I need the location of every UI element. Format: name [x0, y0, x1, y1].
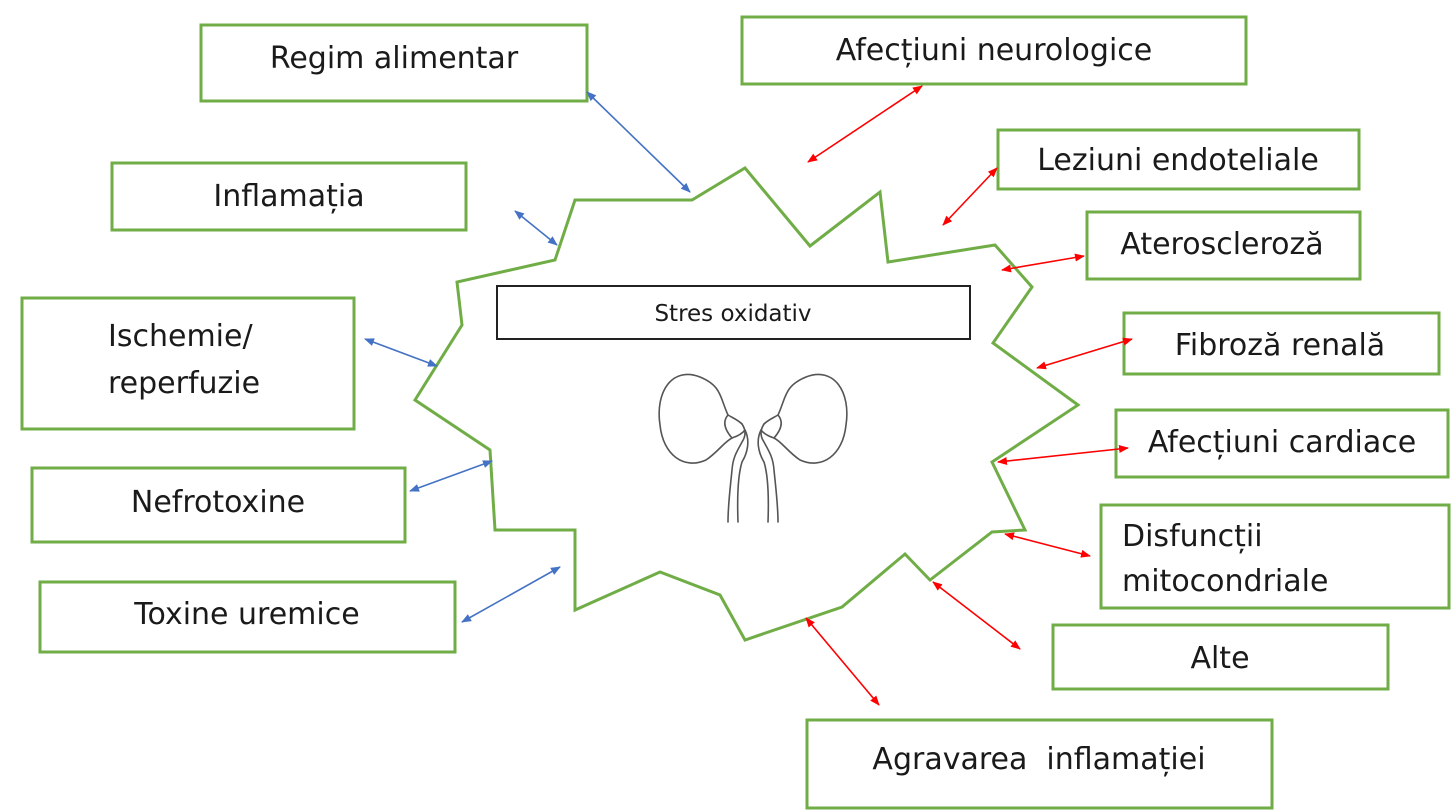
cause-nefrotoxine: Nefrotoxine: [32, 468, 405, 542]
cause-toxine-uremice: Toxine uremice: [40, 582, 455, 652]
arrow-ateroscleroza: [1002, 256, 1084, 270]
arrow-regim-alimentar: [587, 92, 690, 192]
arrow-afectiuni-cardiace: [998, 448, 1128, 462]
arrow-leziuni-endoteliale: [943, 168, 997, 225]
label-disfunctii-line1: Disfuncții: [1122, 519, 1263, 554]
arrow-nefrotoxine: [410, 461, 492, 491]
label-ischemie-line2: reperfuzie: [108, 366, 260, 401]
consequence-afectiuni-neurologice: Afecțiuni neurologice: [742, 17, 1246, 84]
arrow-alte: [933, 582, 1020, 649]
consequence-disfunctii-mitocondriale: Disfuncții mitocondriale: [1101, 505, 1449, 608]
consequence-leziuni-endoteliale: Leziuni endoteliale: [998, 130, 1359, 189]
label-afectiuni-neurologice: Afecțiuni neurologice: [836, 33, 1153, 68]
consequence-alte: Alte: [1053, 625, 1388, 689]
arrow-agravarea-inflamatiei: [806, 618, 879, 705]
label-agravarea-inflamatiei: Agravarea inflamației: [872, 742, 1205, 777]
label-alte: Alte: [1190, 641, 1249, 676]
consequence-agravarea-inflamatiei: Agravarea inflamației: [807, 720, 1272, 808]
consequence-ateroscleroza: Ateroscleroză: [1087, 212, 1360, 279]
arrow-inflamatia: [515, 211, 557, 245]
cause-regim-alimentar: Regim alimentar: [201, 25, 587, 101]
label-regim-alimentar: Regim alimentar: [270, 41, 519, 76]
arrow-fibroza-renala: [1037, 339, 1132, 368]
label-fibroza-renala: Fibroză renală: [1175, 328, 1385, 363]
consequence-fibroza-renala: Fibroză renală: [1124, 313, 1439, 374]
cause-ischemie-reperfuzie: Ischemie/ reperfuzie: [22, 298, 354, 429]
consequence-afectiuni-cardiace: Afecțiuni cardiace: [1116, 410, 1448, 477]
label-nefrotoxine: Nefrotoxine: [131, 485, 305, 520]
center-title: Stres oxidativ: [654, 301, 811, 327]
label-inflamatia: Inflamația: [213, 179, 364, 214]
label-ateroscleroza: Ateroscleroză: [1120, 227, 1323, 262]
arrow-ischemie-reperfuzie: [365, 339, 437, 366]
arrow-disfunctii-mitocondriale: [1005, 534, 1090, 556]
arrow-afectiuni-neurologice: [808, 86, 922, 162]
label-afectiuni-cardiace: Afecțiuni cardiace: [1148, 425, 1416, 460]
label-disfunctii-line2: mitocondriale: [1122, 564, 1328, 599]
central-star: [415, 168, 1078, 640]
label-ischemie-line1: Ischemie/: [108, 319, 253, 354]
label-toxine-uremice: Toxine uremice: [133, 597, 359, 632]
arrow-toxine-uremice: [462, 567, 560, 622]
label-leziuni-endoteliale: Leziuni endoteliale: [1037, 143, 1319, 178]
cause-inflamatia: Inflamația: [112, 163, 466, 230]
